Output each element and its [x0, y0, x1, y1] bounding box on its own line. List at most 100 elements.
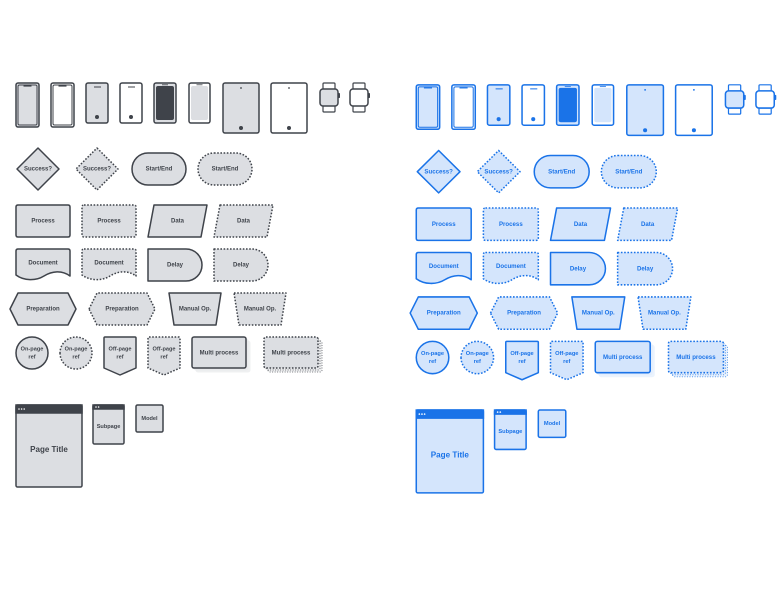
phone-x-filled[interactable] [415, 84, 441, 131]
phone-classic-filled[interactable] [486, 84, 511, 126]
modal-window[interactable]: Model [537, 409, 567, 439]
delay-dashed[interactable]: Delay [213, 248, 269, 282]
shape-label: Multi process [272, 351, 311, 357]
phone-x-outline[interactable] [50, 82, 75, 128]
preparation-shape [9, 292, 77, 326]
process-dashed[interactable]: Process [482, 207, 540, 242]
document[interactable]: Document [15, 248, 71, 281]
terminal[interactable]: Start/End [533, 154, 590, 189]
data[interactable]: Data [147, 204, 208, 238]
page-window[interactable]: Page Title [15, 404, 83, 488]
preparation[interactable]: Preparation [9, 292, 77, 326]
watch-outline[interactable] [755, 84, 777, 115]
phone-dark-screen[interactable] [555, 84, 580, 126]
watch-body [755, 90, 776, 109]
shape-label: Process [31, 219, 55, 225]
camera-dot [288, 87, 290, 89]
page-window[interactable]: Page Title [415, 409, 485, 494]
modal-window[interactable]: Model [135, 404, 164, 433]
delay[interactable]: Delay [147, 248, 203, 282]
subpage-window[interactable]: Subpage [92, 404, 125, 445]
watch-outline[interactable] [349, 82, 370, 113]
shape-label: Delay [167, 263, 184, 269]
shape-label: Process [499, 221, 523, 228]
document-dashed[interactable]: Document [482, 251, 540, 285]
manual-op-dashed[interactable]: Manual Op. [637, 296, 692, 331]
shape-label: ref [72, 354, 79, 360]
phone-dark-screen[interactable] [153, 82, 177, 124]
decision-dashed[interactable]: Success? [75, 147, 119, 191]
watch-body [319, 88, 339, 107]
blue-shape-set: Success? Success? Start/End Start/EndProces… [409, 84, 777, 494]
manual-op[interactable]: Manual Op. [571, 296, 626, 331]
shape-label: Success? [484, 168, 513, 175]
watch-filled[interactable] [319, 82, 340, 113]
delay[interactable]: Delay [549, 251, 607, 286]
device-screen-border [52, 84, 73, 126]
tablet-filled[interactable] [222, 82, 260, 134]
delay-dashed[interactable]: Delay [616, 251, 674, 286]
document[interactable]: Document [415, 251, 472, 285]
phone-classic-outline[interactable] [119, 82, 143, 124]
tablet-outline[interactable] [674, 84, 713, 137]
phone-light-screen[interactable] [591, 84, 615, 126]
device-screen [594, 87, 612, 123]
decision[interactable]: Success? [16, 147, 60, 191]
data-dashed[interactable]: Data [213, 204, 274, 238]
shape-label: Success? [83, 167, 111, 173]
home-button-icon [496, 117, 501, 122]
multi-process[interactable]: Multi process [191, 336, 251, 373]
preparation[interactable]: Preparation [409, 296, 479, 331]
decision[interactable]: Success? [416, 149, 461, 194]
preparation-dashed[interactable]: Preparation [88, 292, 156, 326]
phone-classic-filled[interactable] [85, 82, 109, 124]
terminal-dashed[interactable]: Start/End [197, 152, 253, 186]
shape-label: Process [97, 219, 121, 225]
process-dashed[interactable]: Process [81, 204, 137, 238]
multi-process-shape [594, 340, 651, 374]
tablet-outline[interactable] [270, 82, 308, 134]
manual-op-dashed-shape [233, 292, 287, 326]
process[interactable]: Process [415, 207, 472, 242]
device-screen [191, 86, 208, 120]
preparation-dashed[interactable]: Preparation [489, 296, 559, 331]
subpage-window[interactable]: Subpage [493, 409, 527, 451]
data[interactable]: Data [549, 207, 612, 242]
terminal-dashed-shape [197, 152, 253, 186]
multi-process[interactable]: Multi process [594, 340, 655, 378]
phone-x-outline[interactable] [451, 84, 477, 131]
data-dashed[interactable]: Data [616, 207, 679, 242]
watch-crown [338, 93, 340, 98]
multi-process-dashed[interactable]: Multi process [263, 336, 323, 373]
phone-x-filled[interactable] [15, 82, 40, 128]
document-dashed[interactable]: Document [81, 248, 137, 281]
data-shape [147, 204, 208, 238]
phone-light-screen[interactable] [188, 82, 211, 124]
shape-label: Multi process [200, 351, 239, 357]
terminal[interactable]: Start/End [131, 152, 187, 186]
terminal-dashed[interactable]: Start/End [600, 154, 658, 189]
process-shape [415, 207, 472, 242]
decision-dashed[interactable]: Success? [476, 149, 521, 194]
home-button-icon [531, 117, 536, 122]
manual-op-dashed[interactable]: Manual Op. [233, 292, 287, 326]
shape-label: Document [28, 261, 57, 267]
manual-op[interactable]: Manual Op. [168, 292, 222, 326]
decision-dashed-shape [75, 147, 119, 191]
device-screen [558, 87, 577, 123]
watch-filled[interactable] [724, 84, 746, 115]
shape-label: ref [474, 359, 481, 365]
phone-classic-outline[interactable] [521, 84, 546, 126]
process[interactable]: Process [15, 204, 71, 238]
tablet-filled[interactable] [626, 84, 665, 137]
shape-label: Multi process [603, 354, 643, 361]
multi-process-dashed[interactable]: Multi process [667, 340, 728, 378]
